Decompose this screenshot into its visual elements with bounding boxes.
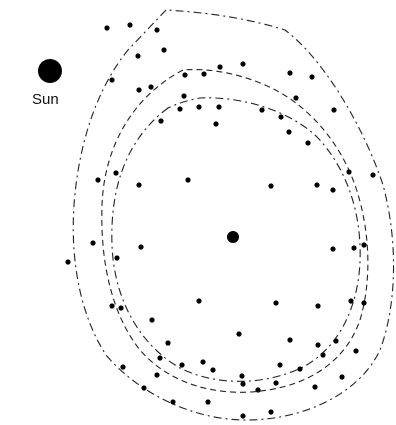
object-dot (351, 245, 357, 251)
object-dot (95, 177, 101, 183)
object-dot (136, 182, 142, 188)
outer-boundary (72, 9, 395, 421)
object-dot (361, 242, 367, 248)
object-dot (114, 255, 120, 261)
object-dot (65, 259, 71, 265)
object-dot (138, 244, 144, 250)
object-dot (104, 25, 110, 31)
object-dot (217, 64, 223, 70)
object-dot (315, 342, 321, 348)
object-dot (181, 93, 187, 99)
object-dot (141, 385, 147, 391)
object-dot (158, 118, 164, 124)
object-dot (185, 177, 191, 183)
object-dot (312, 384, 318, 390)
object-dot (113, 170, 119, 176)
object-dot (213, 121, 219, 127)
object-dot (273, 300, 279, 306)
sun-label: Sun (32, 91, 59, 108)
object-dot (240, 61, 246, 67)
object-dot (287, 337, 293, 343)
object-dot (201, 71, 207, 77)
object-dot (309, 74, 315, 80)
object-dot (149, 317, 155, 323)
object-dot (182, 72, 188, 78)
object-dot (120, 364, 126, 370)
object-dot (109, 77, 115, 83)
object-dot (273, 380, 279, 386)
object-dot (196, 298, 202, 304)
object-dot (333, 338, 339, 344)
object-dot (370, 172, 376, 178)
object-dot (196, 104, 202, 110)
object-dot (330, 187, 336, 193)
object-dot (277, 362, 283, 368)
object-dot (165, 340, 171, 346)
object-dot (205, 399, 211, 405)
object-dot (286, 129, 292, 135)
object-dot (339, 374, 345, 380)
object-dot (297, 366, 303, 372)
object-dot (157, 355, 163, 361)
object-dot (170, 399, 176, 405)
object-dot (314, 182, 320, 188)
object-dot (177, 106, 183, 112)
object-dot (259, 107, 265, 113)
central-body-icon (227, 231, 239, 243)
object-dot (179, 362, 185, 368)
object-dot (136, 87, 142, 93)
object-dot (268, 183, 274, 189)
object-dot (331, 107, 337, 113)
object-dot (216, 104, 222, 110)
middle-boundary (101, 68, 369, 393)
object-dot (161, 47, 167, 53)
object-dot (109, 303, 115, 309)
object-dot (287, 70, 293, 76)
object-dot (127, 22, 133, 28)
object-dot (315, 303, 321, 309)
object-dot (346, 169, 352, 175)
object-dot (293, 95, 299, 101)
object-dot (240, 381, 246, 387)
object-dot (255, 387, 261, 393)
object-dot (239, 373, 245, 379)
object-dots (65, 22, 376, 419)
object-dot (135, 53, 141, 59)
object-dot (118, 305, 124, 311)
object-dot (210, 367, 216, 373)
object-dot (320, 352, 326, 358)
object-dot (148, 84, 154, 90)
object-dot (90, 240, 96, 246)
object-dot (305, 140, 311, 146)
object-dot (236, 331, 242, 337)
object-dot (348, 298, 354, 304)
object-dot (240, 413, 246, 419)
object-dot (268, 409, 274, 415)
object-dot (361, 300, 367, 306)
object-dot (278, 114, 284, 120)
inner-boundary (111, 97, 361, 382)
object-dot (330, 246, 336, 252)
object-dot (353, 348, 359, 354)
object-dot (200, 359, 206, 365)
object-dot (154, 27, 160, 33)
object-dot (154, 372, 160, 378)
sun-icon (38, 59, 62, 83)
